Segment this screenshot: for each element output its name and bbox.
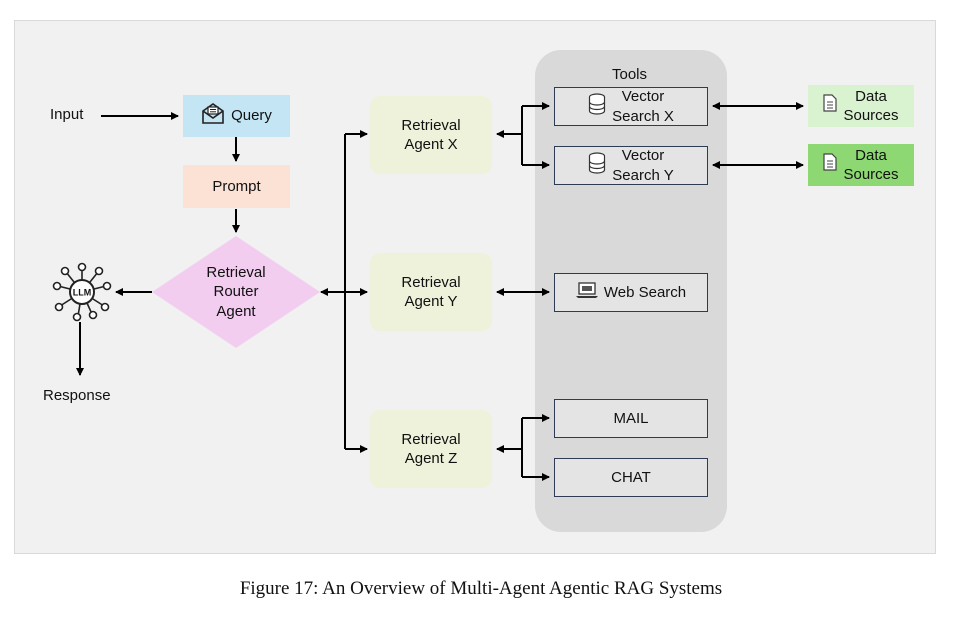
laptop-icon [575,282,598,304]
prompt-box: Prompt [183,165,290,208]
vector-x-line2: Search X [612,107,674,125]
input-label: Input [50,106,84,123]
llm-label: LLM [73,288,92,298]
mail-box: MAIL [554,399,708,438]
data-sources-1-line2: Sources [843,107,899,124]
chat-box: CHAT [554,458,708,497]
web-search-label: Web Search [603,283,687,301]
agent-z-line2: Agent Z [404,450,458,467]
web-search-box: Web Search [554,273,708,312]
chat-label: CHAT [611,468,651,486]
database-icon [588,152,606,180]
prompt-label: Prompt [212,177,261,195]
data-sources-2-line1: Data [855,146,887,164]
document-icon [823,153,838,177]
vector-y-line1: Vector [621,147,665,164]
agent-z-line1: Retrieval [401,430,461,448]
router-line3: Agent [216,302,256,320]
tools-title: Tools [612,66,648,83]
agent-x-line2: Agent X [404,136,458,153]
database-icon [588,93,606,121]
query-box: Query [183,95,290,137]
vector-x-line1: Vector [621,88,665,105]
llm-network-icon: LLM [52,262,112,322]
data-sources-2-line2: Sources [843,166,899,183]
data-sources-1-line1: Data [855,87,887,105]
vector-y-line2: Search Y [612,166,674,184]
agent-y-line1: Retrieval [401,273,461,291]
document-icon [823,94,838,118]
router-line2: Router [213,283,259,301]
query-label: Query [231,107,272,125]
agent-x-line1: Retrieval [401,116,461,134]
router-diamond [152,236,320,348]
router-line1: Retrieval [206,263,266,281]
envelope-icon [201,102,225,130]
response-label: Response [43,387,111,404]
agent-y-line2: Agent Y [404,293,458,310]
router-label: Retrieval Router Agent [176,260,296,324]
figure-caption: Figure 17: An Overview of Multi-Agent Ag… [239,578,723,599]
mail-label: MAIL [613,409,649,427]
